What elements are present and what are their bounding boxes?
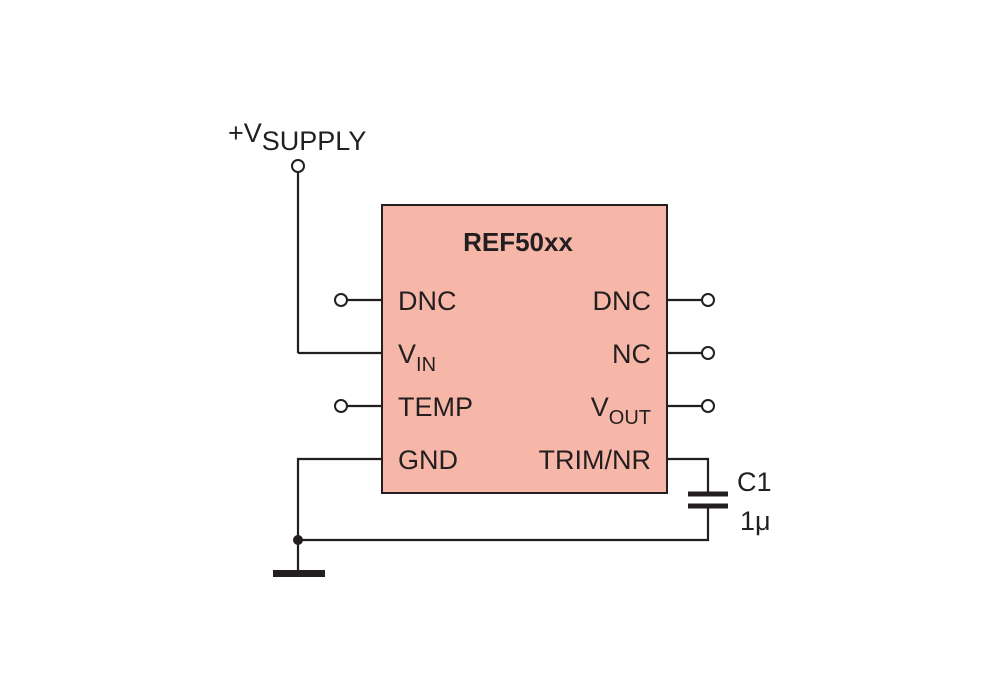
pin-dnc-right-label: DNC xyxy=(593,286,652,316)
pin-dnc-left-label: DNC xyxy=(398,286,457,316)
supply-label-prefix: +V xyxy=(228,118,262,148)
trim-nr-wire xyxy=(667,457,710,493)
pin-trim-nr-label: TRIM/NR xyxy=(539,445,651,475)
capacitor-ref-label: C1 xyxy=(737,467,772,497)
junction-dot xyxy=(293,535,303,545)
capacitor-ground-wire xyxy=(298,507,710,542)
pin-dnc-left-terminal xyxy=(334,293,348,307)
supply-label-subscript: SUPPLY xyxy=(262,126,367,156)
pin-vout-label: VOUT xyxy=(591,392,651,429)
capacitor-value-label: 1μ xyxy=(740,506,771,536)
chip-name: REF50xx xyxy=(463,227,573,257)
pin-vin-label-subscript: IN xyxy=(416,354,436,376)
pin-nc-label: NC xyxy=(612,339,651,369)
pin-nc-terminal xyxy=(701,346,715,360)
pin-temp-label: TEMP xyxy=(398,392,473,422)
supply-terminal xyxy=(291,159,305,173)
pin-vout-terminal xyxy=(701,399,715,413)
pin-dnc-right-terminal xyxy=(701,293,715,307)
ground-symbol xyxy=(273,570,325,577)
pin-vin-label-main: V xyxy=(398,339,416,369)
pin-temp-terminal xyxy=(334,399,348,413)
gnd-wire xyxy=(296,457,382,572)
pin-vin-label: VIN xyxy=(398,339,436,376)
pin-vout-label-main: V xyxy=(591,392,609,422)
supply-label: +VSUPPLY xyxy=(228,118,366,156)
pin-gnd-label: GND xyxy=(398,445,458,475)
chip-body xyxy=(381,204,668,494)
pin-vout-label-subscript: OUT xyxy=(609,407,651,429)
